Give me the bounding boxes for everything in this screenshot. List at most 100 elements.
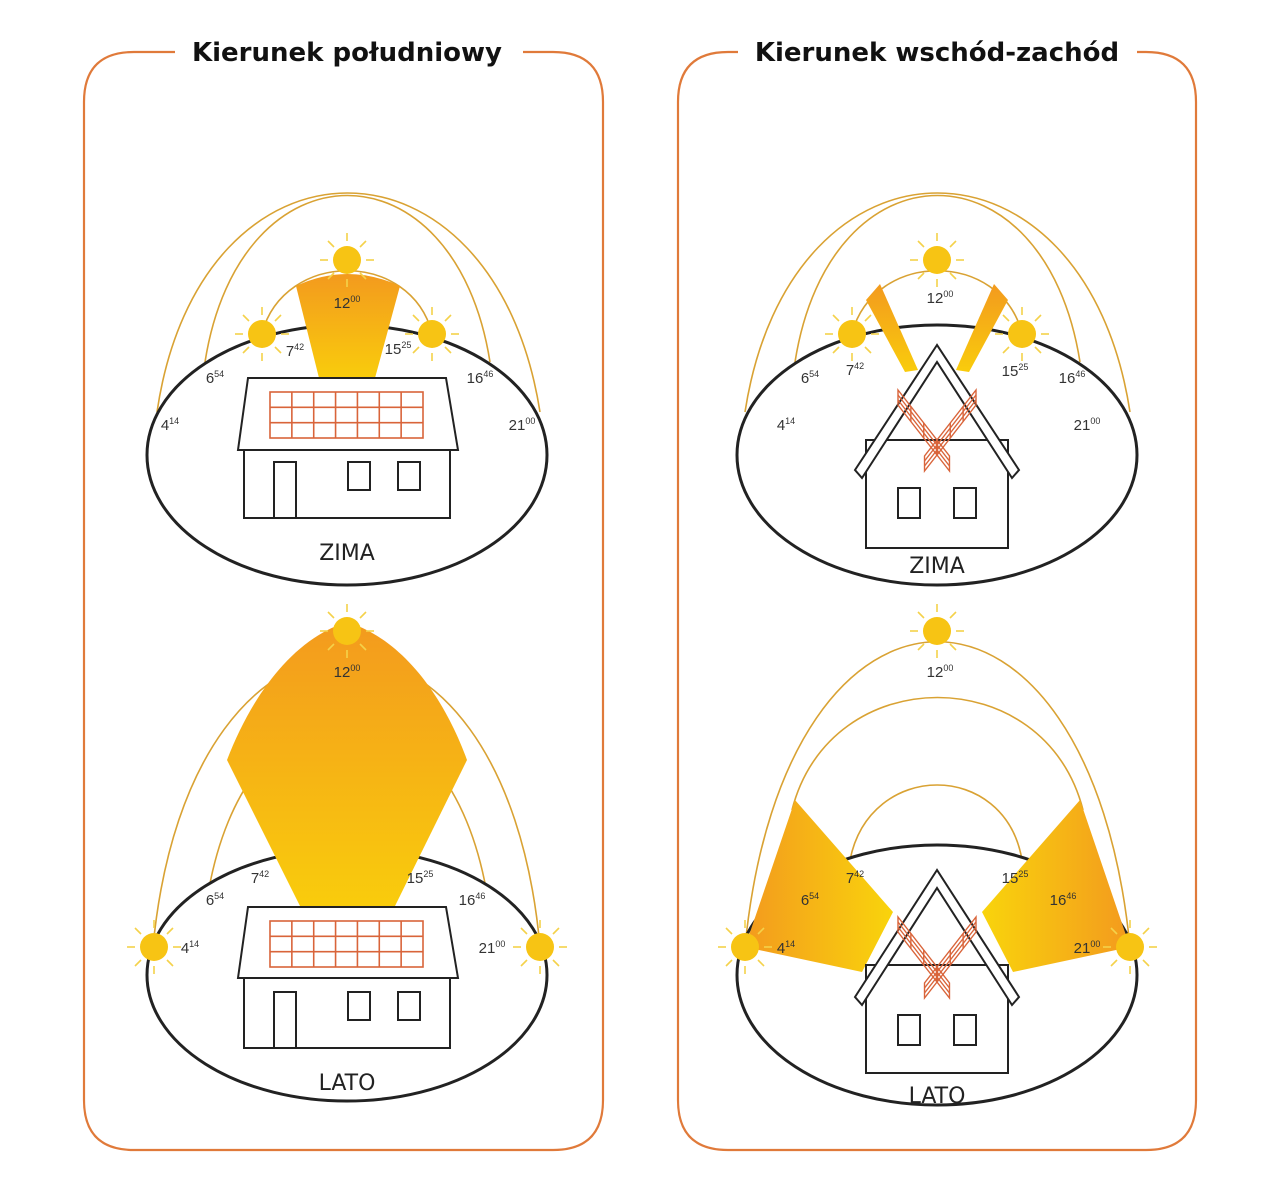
time-minutes: 00: [525, 416, 535, 426]
time-minutes: 42: [854, 361, 864, 371]
season-label: LATO: [909, 1084, 966, 1109]
time-label: 742: [286, 342, 304, 360]
time-hour: 15: [1002, 870, 1019, 887]
sun-beam: [745, 800, 893, 972]
time-minutes: 14: [169, 416, 179, 426]
sun-path-arc: [204, 194, 491, 363]
time-hour: 7: [251, 870, 259, 887]
time-minutes: 00: [495, 939, 505, 949]
time-minutes: 14: [785, 939, 795, 949]
time-label: 414: [161, 416, 179, 434]
window: [897, 1014, 921, 1046]
time-hour: 4: [181, 940, 189, 957]
time-label: 1200: [927, 663, 954, 681]
time-hour: 15: [1002, 363, 1019, 380]
time-label: 1200: [927, 289, 954, 307]
time-minutes: 00: [350, 663, 360, 673]
time-hour: 15: [407, 870, 424, 887]
time-hour: 6: [801, 370, 809, 387]
time-label: 2100: [479, 939, 506, 957]
season-label: LATO: [319, 1071, 376, 1096]
time-minutes: 42: [294, 342, 304, 352]
time-label: 654: [801, 891, 819, 909]
season-label: ZIMA: [319, 541, 375, 566]
sun-path-arc: [791, 696, 1084, 811]
sun-path-arc: [794, 194, 1081, 363]
time-minutes: 54: [809, 369, 819, 379]
solar-panel-grid: [925, 390, 976, 471]
time-minutes: 46: [1075, 369, 1085, 379]
sun-path-arc: [744, 192, 1131, 413]
time-label: 414: [181, 939, 199, 957]
time-minutes: 00: [1090, 416, 1100, 426]
time-label: 654: [801, 369, 819, 387]
time-minutes: 14: [785, 416, 795, 426]
time-minutes: 25: [1018, 362, 1028, 372]
time-label: 654: [206, 891, 224, 909]
time-label: 1646: [1050, 891, 1077, 909]
panel-frame: [82, 50, 605, 1152]
window: [897, 487, 921, 519]
time-hour: 21: [1074, 940, 1091, 957]
time-hour: 6: [206, 892, 214, 909]
time-minutes: 14: [189, 939, 199, 949]
time-hour: 15: [385, 341, 402, 358]
panel-title: Kierunek południowy: [192, 38, 502, 68]
time-label: 2100: [1074, 416, 1101, 434]
sun-beam: [956, 284, 1008, 372]
time-label: 742: [251, 869, 269, 887]
solar-panel-grid: [269, 391, 424, 439]
window: [397, 991, 421, 1021]
time-hour: 12: [927, 290, 944, 307]
time-hour: 16: [459, 892, 476, 909]
time-label: 1646: [459, 891, 486, 909]
sun-beam: [227, 622, 467, 906]
window: [347, 991, 371, 1021]
time-hour: 16: [1059, 370, 1076, 387]
time-label: 1525: [407, 869, 434, 887]
time-hour: 16: [1050, 892, 1067, 909]
time-label: 1200: [334, 663, 361, 681]
time-minutes: 00: [350, 294, 360, 304]
time-hour: 12: [927, 664, 944, 681]
time-label: 1646: [467, 369, 494, 387]
time-label: 742: [846, 361, 864, 379]
time-label: 414: [777, 939, 795, 957]
time-minutes: 00: [1090, 939, 1100, 949]
time-minutes: 54: [214, 891, 224, 901]
time-label: 414: [777, 416, 795, 434]
time-label: 654: [206, 369, 224, 387]
door: [273, 461, 297, 519]
time-minutes: 25: [423, 869, 433, 879]
time-hour: 21: [479, 940, 496, 957]
solar-panel-grid: [269, 920, 424, 968]
sun-icon: [909, 232, 965, 288]
panel-eastwest: Kierunek wschód-zachód: [676, 38, 1198, 1152]
time-minutes: 25: [1018, 869, 1028, 879]
panel-frame: [676, 50, 1198, 1152]
gable-house: [853, 868, 1021, 1074]
window: [953, 487, 977, 519]
time-minutes: 25: [401, 340, 411, 350]
time-hour: 6: [801, 892, 809, 909]
time-hour: 12: [334, 664, 351, 681]
solar-panel-grid: [925, 917, 976, 998]
time-hour: 7: [846, 362, 854, 379]
time-hour: 4: [777, 417, 785, 434]
door: [273, 991, 297, 1049]
time-hour: 4: [777, 940, 785, 957]
time-minutes: 54: [214, 369, 224, 379]
sun-path-arc: [849, 784, 1023, 861]
panel-title: Kierunek wschód-zachód: [755, 38, 1119, 68]
window: [397, 461, 421, 491]
time-minutes: 46: [475, 891, 485, 901]
window: [953, 1014, 977, 1046]
time-hour: 7: [846, 870, 854, 887]
sun-beam: [866, 284, 918, 372]
time-hour: 6: [206, 370, 214, 387]
sun-icon: [909, 603, 965, 659]
